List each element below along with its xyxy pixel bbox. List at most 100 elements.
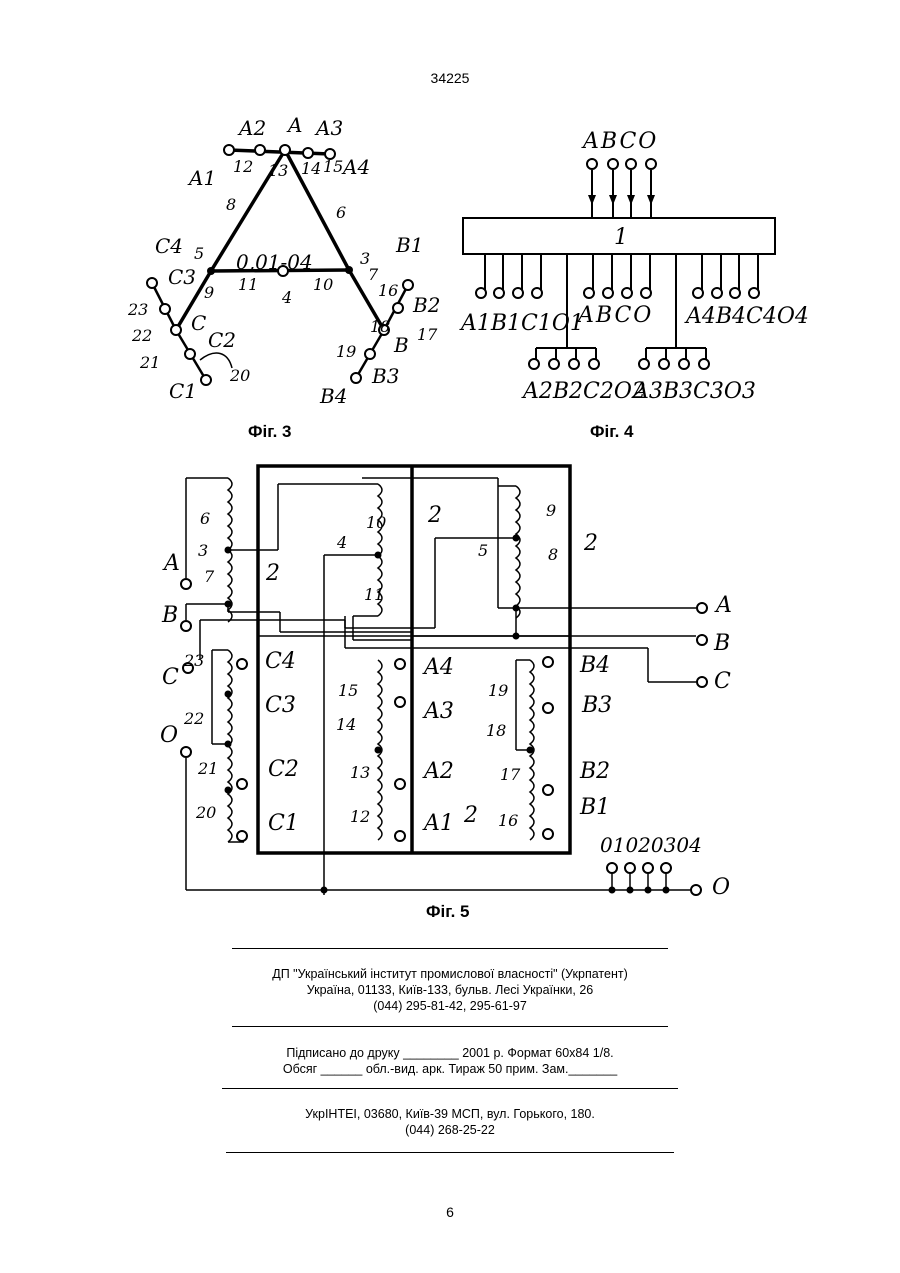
fig3-label-C1: C1	[169, 379, 197, 403]
fig5-label-A2: A2	[422, 759, 454, 784]
fig5-out-B: B	[713, 631, 730, 656]
fig3-num-13: 13	[268, 161, 288, 180]
fig3-label-B4: B4	[319, 384, 347, 408]
fig3-num-18: 18	[370, 317, 390, 336]
fig5-num-8: 8	[548, 545, 558, 564]
fig4-group3-label: A3B3C3O3	[631, 379, 756, 404]
fig5-label-A4: A4	[422, 655, 454, 680]
printer-line-1: УкрІНТЕІ, 03680, Київ-39 МСП, вул. Горьк…	[0, 1106, 900, 1122]
fig3-label-A: A	[286, 113, 302, 137]
fig5-label-O: O	[160, 723, 178, 748]
fig5-num-7: 7	[204, 567, 215, 586]
divider-3	[222, 1088, 678, 1089]
fig5-num-17: 17	[500, 765, 521, 784]
fig5-num-11: 11	[364, 585, 384, 604]
fig3-label-A4: A4	[341, 155, 370, 179]
fig3-num-12: 12	[233, 157, 253, 176]
fig3-num-22: 22	[131, 326, 152, 345]
fig3-label-C2: C2	[208, 328, 236, 352]
fig5-label-C: C	[162, 665, 179, 690]
fig5-num-18: 18	[486, 721, 506, 740]
fig4-groupmid-label: ABCO	[576, 303, 653, 328]
fig5-num-13: 13	[350, 763, 370, 782]
fig3-label-A2: A2	[237, 116, 266, 140]
fig5-num-15: 15	[338, 681, 358, 700]
fig3-label-center: 0,01-04	[236, 250, 313, 274]
fig3-num-23: 23	[127, 300, 148, 319]
fig3-num-17: 17	[417, 325, 438, 344]
fig5-num-23: 23	[183, 651, 204, 670]
fig5-label-A: A	[162, 551, 180, 576]
fig5-label-A1: A1	[422, 811, 454, 836]
fig3-num-9: 9	[204, 283, 214, 302]
fig5-label-C3: C3	[265, 693, 296, 718]
print-line-2: Обсяг ______ обл.-вид. арк. Тираж 50 при…	[0, 1061, 900, 1077]
fig3-label-A1: A1	[187, 166, 216, 190]
fig5-num-6: 6	[200, 509, 210, 528]
fig3-label-B: B	[393, 333, 409, 357]
fig5-num-9: 9	[546, 501, 556, 520]
fig3-label-C3: C3	[168, 265, 196, 289]
fig3-num-8: 8	[226, 195, 236, 214]
fig4-block-label: 1	[614, 225, 628, 250]
fig5-num-12: 12	[350, 807, 370, 826]
fig5-outs-label: 01020304	[600, 833, 702, 857]
fig5-num-19: 19	[488, 681, 508, 700]
printer-line-2: (044) 268-25-22	[0, 1122, 900, 1138]
fig5-num-4: 4	[336, 533, 347, 552]
org-line-2: Україна, 01133, Київ-133, бульв. Лесі Ук…	[0, 982, 900, 998]
fig5-label-B1: B1	[579, 795, 610, 820]
fig5-label-B3: B3	[581, 693, 612, 718]
fig5-label-B2: B2	[579, 759, 610, 784]
fig5-out-A: A	[714, 593, 732, 618]
fig3-num-15: 15	[323, 157, 343, 176]
fig5-caption: Фіг. 5	[426, 902, 470, 922]
fig5-num-22: 22	[183, 709, 204, 728]
fig3-num-5: 5	[194, 244, 204, 263]
fig5-label-B: B	[161, 603, 178, 628]
fig3-num-6: 6	[336, 203, 346, 222]
fig4-caption: Фіг. 4	[590, 422, 634, 442]
fig5-num-2d: 2	[463, 803, 478, 828]
fig4-group4-label: A4B4C4O4	[684, 304, 809, 329]
fig3-label-A3: A3	[314, 116, 343, 140]
print-line-1: Підписано до друку ________ 2001 р. Форм…	[0, 1045, 900, 1061]
fig3-label-C4: C4	[155, 234, 183, 258]
divider-2	[232, 1026, 668, 1027]
fig3-num-19: 19	[336, 342, 356, 361]
fig3-num-21: 21	[139, 353, 160, 372]
fig5-num-10: 10	[366, 513, 386, 532]
fig3-num-4: 4	[281, 288, 292, 307]
fig4-group1-label: A1B1C1O1	[459, 311, 584, 336]
fig5-num-16: 16	[498, 811, 518, 830]
fig5-out-C: C	[714, 669, 731, 694]
fig5-num-3: 3	[198, 541, 208, 560]
fig5-num-2b: 2	[427, 503, 442, 528]
fig5-out-O: O	[712, 875, 730, 900]
fig3-caption: Фіг. 3	[248, 422, 292, 442]
fig5-label-C2: C2	[268, 757, 299, 782]
fig3-num-10: 10	[313, 275, 333, 294]
fig5-label-A3: A3	[422, 699, 454, 724]
fig5-label-C4: C4	[265, 649, 296, 674]
fig5-num-21: 21	[197, 759, 218, 778]
org-line-1: ДП "Український інститут промислової вла…	[0, 966, 900, 982]
fig3-num-16: 16	[378, 281, 398, 300]
fig5-num-2a: 2	[265, 561, 280, 586]
fig4-inputs-label: ABCO	[581, 129, 658, 154]
fig5-num-14: 14	[336, 715, 356, 734]
fig4-group2-label: A2B2C2O2	[521, 379, 646, 404]
fig3-label-C: C	[191, 311, 206, 335]
fig3-label-B1: B1	[395, 233, 423, 257]
fig5-num-20: 20	[195, 803, 216, 822]
fig5-label-B4: B4	[579, 653, 610, 678]
divider-1	[232, 948, 668, 949]
fig3-num-20: 20	[229, 366, 250, 385]
fig3-num-11: 11	[238, 275, 258, 294]
fig3-label-B3: B3	[371, 364, 399, 388]
fig3-label-B2: B2	[412, 293, 440, 317]
org-line-3: (044) 295-81-42, 295-61-97	[0, 998, 900, 1014]
fig3-num-14: 14	[301, 159, 321, 178]
fig5-num-5: 5	[478, 541, 488, 560]
